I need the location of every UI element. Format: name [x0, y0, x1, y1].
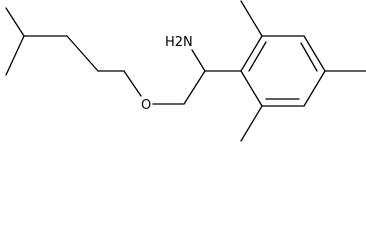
ring-bond-3-inner: [300, 42, 318, 72]
bond-ortho-methyl-top: [240, 0, 263, 37]
bond-methyl-a: [5, 7, 25, 37]
bond-ortho-methyl-bottom: [240, 105, 263, 142]
molecule-diagram: H2N O: [5, 0, 366, 142]
skeletal-formula: H2N O: [5, 0, 366, 142]
ring-bond-1-inner: [248, 41, 267, 72]
ring-bond-1: [240, 35, 263, 72]
bond-branch-methyl-b: [5, 35, 25, 76]
bond-chain-2: [66, 35, 99, 72]
ring-bond-4: [303, 70, 326, 107]
oxygen-label: O: [141, 98, 151, 113]
ring-bond-6: [240, 70, 263, 107]
amine-label: H2N: [165, 35, 193, 50]
bond-ch2-to-ch: [183, 70, 206, 105]
bond-ch-to-amine: [191, 49, 206, 72]
bond-chain-to-oxygen: [123, 70, 142, 97]
ring-bond-3: [303, 35, 326, 72]
